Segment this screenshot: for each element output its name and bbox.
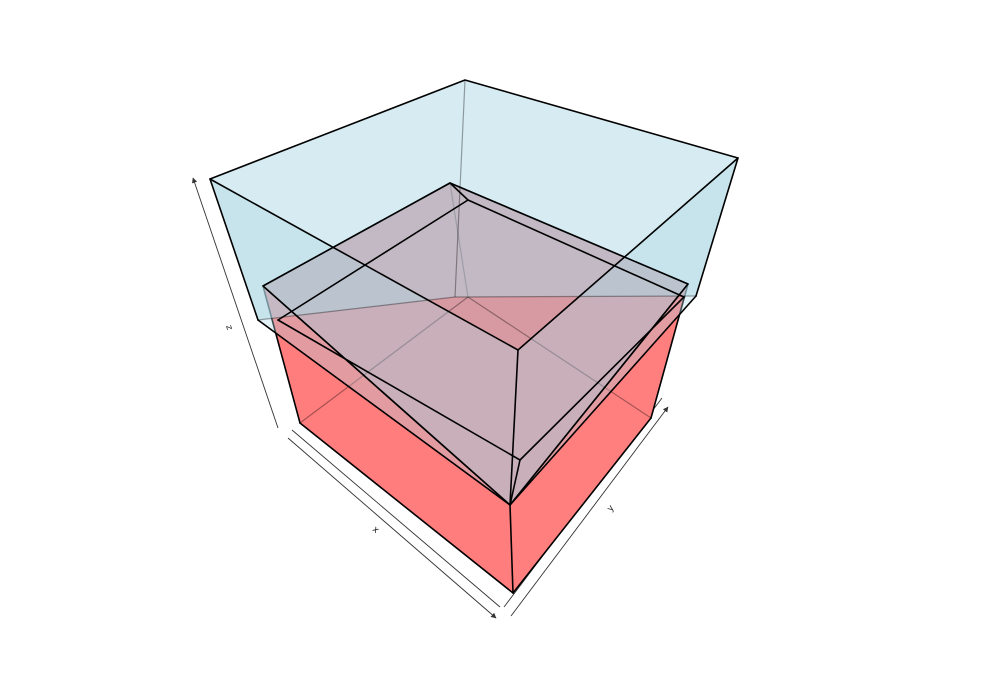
x-axis-line [287,437,497,619]
red-box-left-face [263,286,513,593]
blue-box-edge [695,157,739,297]
red-box-edge [512,417,652,594]
z-axis-line [192,177,279,429]
blue-box-edge [257,319,511,506]
x-axis-label: x [370,525,381,537]
blue-box-hidden-edge [454,295,697,298]
red-box-edge [509,504,514,594]
red-box-edge [299,422,514,594]
y-axis-label: y [605,503,617,514]
red-box-top-outline [262,182,689,506]
blue-box-left-face [210,179,518,505]
lightblue-box [209,79,739,506]
blue-box-edge [209,178,259,321]
red-box-hidden-edge [299,296,469,424]
blue-box-hidden-edge [454,79,466,298]
blue-box-back-face-right [455,80,738,297]
red-box-inner-edge [509,459,521,506]
x-axis-line-inner [291,429,501,608]
red-box-inner-edge [519,296,685,461]
red-box-right-face [510,284,688,593]
z-axis-label: z [223,324,234,332]
blue-box-edge [509,349,519,506]
blue-box-hidden-edge [257,296,456,321]
red-box-inner-edge [449,182,469,201]
red-box-inner-edge [277,199,469,321]
red-box-top-overlay [262,182,689,506]
red-box-inner-edge [277,319,521,461]
blue-box-right-face [510,158,738,505]
red-box-edge [650,283,689,419]
blue-box-edge [509,295,697,506]
red-box-hidden-edge [467,296,652,419]
red-box-inner-edge [467,199,685,298]
blue-box-back-face [210,80,465,320]
y-axis-line [510,406,669,617]
